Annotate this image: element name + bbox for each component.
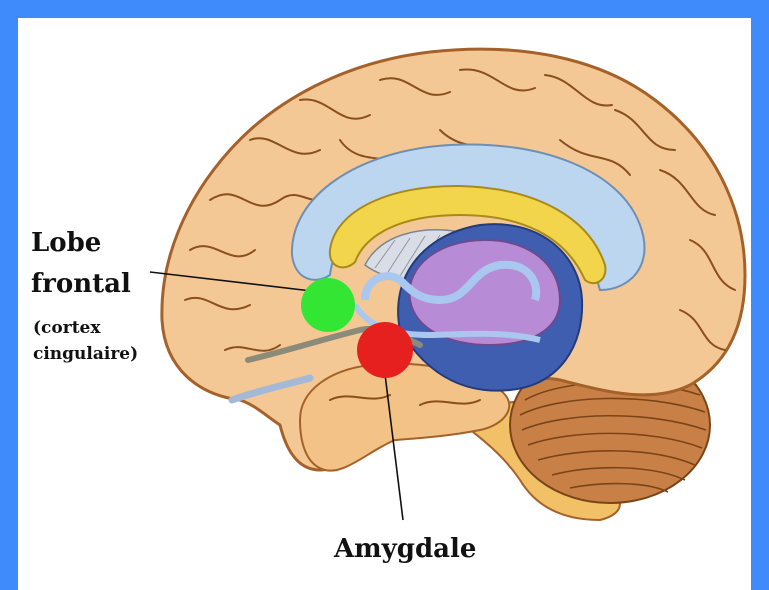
diagram-canvas [18, 18, 751, 590]
frontal-marker [301, 278, 355, 332]
cingulate-label-line2: cingulaire) [33, 343, 138, 365]
amygdala-label: Amygdale [334, 533, 476, 565]
brain-illustration [18, 18, 751, 590]
frontal-lobe-label-line2: frontal [31, 268, 131, 300]
amygdala-marker [357, 322, 413, 378]
frontal-lobe-label-line1: Lobe [31, 227, 101, 259]
cingulate-label-line1: (cortex [33, 317, 101, 339]
